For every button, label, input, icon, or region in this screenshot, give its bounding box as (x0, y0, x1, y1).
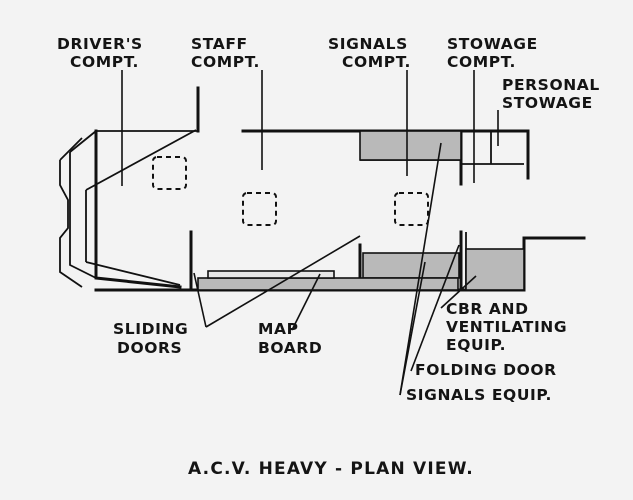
signals-equipment-lower (362, 252, 460, 279)
drivers-compt-label-line1: DRIVER'S (57, 35, 143, 53)
drivers-hatch (152, 156, 187, 190)
sliding-doors-label-line2: DOORS (117, 339, 182, 357)
signals-equip-label: SIGNALS EQUIP. (406, 386, 552, 404)
signals-equipment-upper (359, 130, 462, 161)
map-board-label-line2: BOARD (258, 339, 322, 357)
signals-compt-label-line1: SIGNALS (328, 35, 408, 53)
equipment-areas (197, 130, 525, 291)
cbr-label-line1: CBR AND (446, 300, 529, 318)
cbr-ventilating-equipment (465, 248, 525, 291)
cbr-label-line2: VENTILATING (446, 318, 567, 336)
staff-compt-label-line2: COMPT. (191, 53, 260, 71)
rear-lower-step (522, 236, 546, 292)
sliding-doors-label-line1: SLIDING (113, 320, 188, 338)
personal-stowage-label-line1: PERSONAL (502, 76, 600, 94)
labels: DRIVER'S COMPT. STAFF COMPT. SIGNALS COM… (57, 35, 600, 479)
staff-hatch (242, 192, 277, 226)
leader-lines (121, 70, 499, 396)
stowage-compt-label-line2: COMPT. (447, 53, 516, 71)
signals-hatch (394, 192, 429, 226)
signals-compt-label-line2: COMPT. (342, 53, 411, 71)
staff-compt-label-line1: STAFF (191, 35, 248, 53)
diagram-title: A.C.V. HEAVY - PLAN VIEW. (188, 459, 474, 479)
drivers-compt-label-line2: COMPT. (70, 53, 139, 71)
folding-door-label: FOLDING DOOR (415, 361, 557, 379)
personal-stowage-label-line2: STOWAGE (502, 94, 593, 112)
roof-hatches (152, 156, 429, 226)
map-board-shape (207, 270, 335, 279)
map-board-label-line1: MAP (258, 320, 299, 338)
cbr-label-line3: EQUIP. (446, 336, 506, 354)
stowage-compt-label-line1: STOWAGE (447, 35, 538, 53)
